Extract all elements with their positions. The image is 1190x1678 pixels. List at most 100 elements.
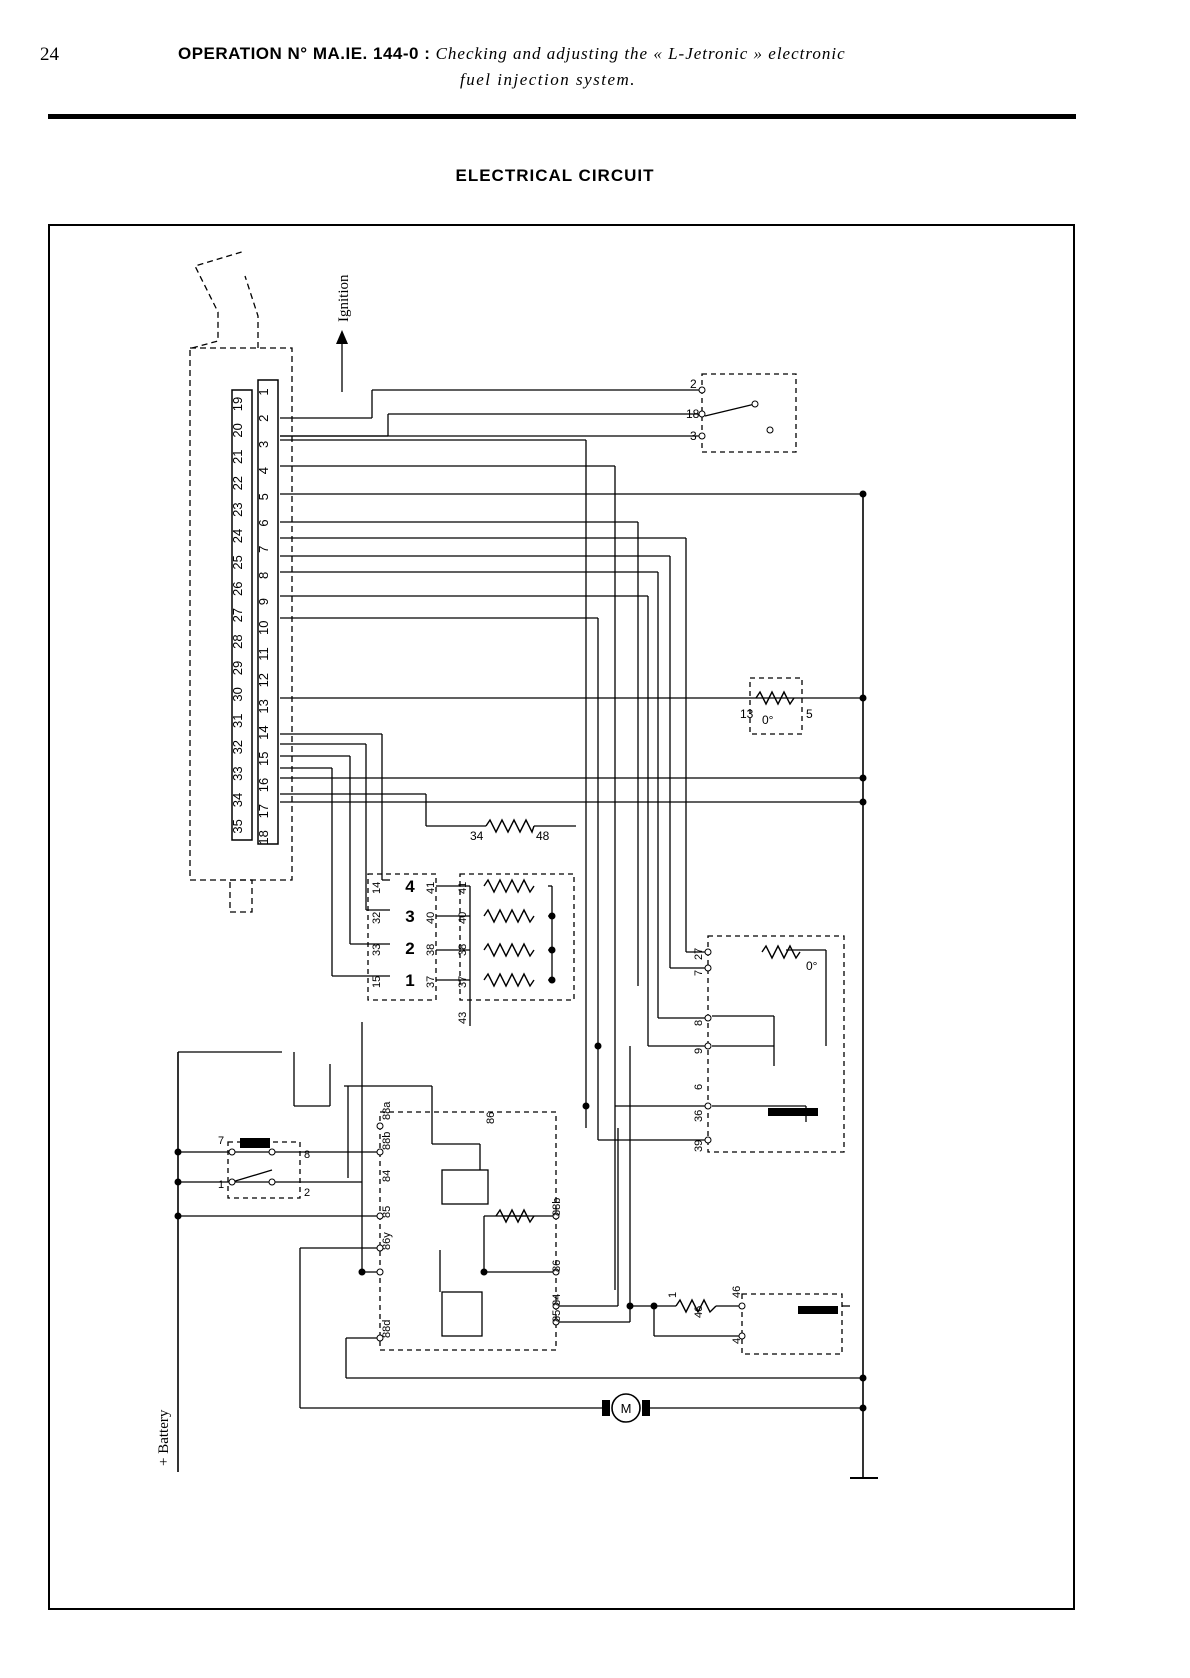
motor-label: M bbox=[621, 1401, 632, 1416]
connector-pin-left: 33 bbox=[230, 766, 245, 780]
injector-right-label: 40 bbox=[457, 912, 469, 924]
connector-pin-left: 32 bbox=[230, 740, 245, 754]
injector-right-label: 37 bbox=[457, 976, 469, 988]
operation-title: OPERATION N° MA.IE. 144-0 : Checking and… bbox=[178, 44, 846, 64]
operation-description-line2: fuel injection system. bbox=[460, 70, 637, 89]
resistor-label-48: 48 bbox=[536, 829, 550, 843]
relay-terminal-label: 86y bbox=[381, 1232, 393, 1250]
connector-pin-left: 34 bbox=[230, 793, 245, 807]
connector-pin-left: 27 bbox=[230, 608, 245, 622]
temp-label-13: 13 bbox=[740, 707, 754, 721]
start-switch-label: 2 bbox=[304, 1187, 310, 1199]
injector-right-label: 43 bbox=[457, 1012, 469, 1024]
connector-pin-right: 8 bbox=[256, 572, 271, 579]
injector-left-label: 32 bbox=[371, 912, 383, 924]
ignition-label: Ignition bbox=[336, 274, 352, 322]
thermo-time-label: 46 bbox=[731, 1286, 743, 1298]
thermo-time-label: 4 bbox=[731, 1338, 743, 1344]
connector-pin-right: 18 bbox=[256, 830, 271, 844]
thermo-time-label: 46 bbox=[693, 1306, 705, 1318]
injector-2: 2 bbox=[405, 939, 414, 958]
relay-terminal-label: 85 bbox=[381, 1206, 393, 1218]
connector-pin-right: 11 bbox=[256, 647, 271, 661]
airflow-meter-label: 27 bbox=[693, 948, 705, 960]
airflow-meter-label: 8 bbox=[693, 1020, 705, 1026]
injector-right-label: 38 bbox=[457, 944, 469, 956]
connector-pin-right: 14 bbox=[256, 725, 271, 739]
connector-pin-right: 7 bbox=[256, 546, 271, 553]
injector-left-label: 15 bbox=[371, 976, 383, 988]
page-number: 24 bbox=[40, 44, 59, 65]
connector-pin-right: 9 bbox=[256, 598, 271, 605]
connector-pin-left: 30 bbox=[230, 687, 245, 701]
connector-pin-left: 29 bbox=[230, 661, 245, 675]
injector-4: 4 bbox=[405, 877, 415, 896]
airflow-meter-label: 6 bbox=[693, 1084, 705, 1090]
airflow-meter-label: 36 bbox=[693, 1110, 705, 1122]
injector-1: 1 bbox=[405, 971, 414, 990]
connector-pin-left: 19 bbox=[230, 397, 245, 411]
connector-pin-left: 28 bbox=[230, 634, 245, 648]
section-title: ELECTRICAL CIRCUIT bbox=[455, 166, 655, 185]
thermo-time-label: 1 bbox=[667, 1292, 679, 1298]
airflow-temp-label: 0° bbox=[806, 959, 818, 973]
connector-pin-right: 17 bbox=[256, 804, 271, 818]
relay-terminal-label: 88b bbox=[551, 1198, 563, 1216]
connector-pin-right: 1 bbox=[256, 388, 271, 395]
connector-pin-left: 22 bbox=[230, 476, 245, 490]
connector-pin-left: 24 bbox=[230, 529, 245, 543]
resistor-label-34: 34 bbox=[470, 829, 484, 843]
operation-code: OPERATION N° MA.IE. 144-0 bbox=[178, 44, 419, 63]
connector-pin-left: 25 bbox=[230, 555, 245, 569]
injector-left-label: 14 bbox=[371, 882, 383, 894]
connector-pin-right: 4 bbox=[256, 467, 271, 474]
airflow-meter-label: 39 bbox=[693, 1140, 705, 1152]
airflow-meter-label: 7 bbox=[693, 970, 705, 976]
battery-label: + Battery bbox=[156, 1409, 172, 1466]
relay-terminal-label: 85 bbox=[551, 1310, 563, 1322]
connector-pin-left: 26 bbox=[230, 582, 245, 596]
connector-pin-right: 2 bbox=[256, 415, 271, 422]
throttle-label-2: 2 bbox=[690, 377, 697, 391]
fuel-pump-motor: M bbox=[602, 1393, 650, 1423]
throttle-label-18: 18 bbox=[686, 407, 700, 421]
start-switch-label: 8 bbox=[304, 1149, 310, 1161]
header-rule bbox=[48, 114, 1076, 119]
title-separator: : bbox=[418, 44, 436, 63]
injector-mid-label: 41 bbox=[425, 882, 437, 894]
injector-left-label: 33 bbox=[371, 944, 383, 956]
relay-terminal-label: 86 bbox=[551, 1260, 563, 1272]
connector-pin-right: 13 bbox=[256, 699, 271, 713]
connector-pin-left: 23 bbox=[230, 502, 245, 516]
connector-pin-right: 12 bbox=[256, 673, 271, 687]
relay-terminal-label: 84 bbox=[551, 1294, 563, 1306]
connector-pin-left: 21 bbox=[230, 450, 245, 464]
injector-right-label: 41 bbox=[457, 882, 469, 894]
injector-mid-label: 40 bbox=[425, 912, 437, 924]
injector-3: 3 bbox=[405, 907, 414, 926]
connector-pin-right: 16 bbox=[256, 778, 271, 792]
relay-terminal-label: 88b bbox=[381, 1132, 393, 1150]
start-switch-label: 1 bbox=[218, 1179, 224, 1191]
temp-label-deg: 0° bbox=[762, 713, 774, 727]
injector-mid-label: 37 bbox=[425, 976, 437, 988]
operation-description: Checking and adjusting the « L-Jetronic … bbox=[435, 44, 846, 63]
relay-terminal-label: 86 bbox=[485, 1112, 497, 1124]
connector-pin-right: 3 bbox=[256, 441, 271, 448]
connector-pin-left: 31 bbox=[230, 714, 245, 728]
connector-pin-right: 6 bbox=[256, 519, 271, 526]
airflow-meter-label: 9 bbox=[693, 1048, 705, 1054]
relay-terminal-label: 88a bbox=[381, 1101, 393, 1120]
throttle-label-3: 3 bbox=[690, 429, 697, 443]
temp-label-5: 5 bbox=[806, 707, 813, 721]
connector-pin-left: 20 bbox=[230, 423, 245, 437]
relay-terminal-label: 88d bbox=[381, 1320, 393, 1338]
connector-pin-right: 5 bbox=[256, 493, 271, 500]
injector-mid-label: 38 bbox=[425, 944, 437, 956]
connector-pin-right: 10 bbox=[256, 621, 271, 635]
connector-pin-left: 35 bbox=[230, 819, 245, 833]
relay-terminal-label: 84 bbox=[381, 1170, 393, 1182]
connector-pin-right: 15 bbox=[256, 752, 271, 766]
